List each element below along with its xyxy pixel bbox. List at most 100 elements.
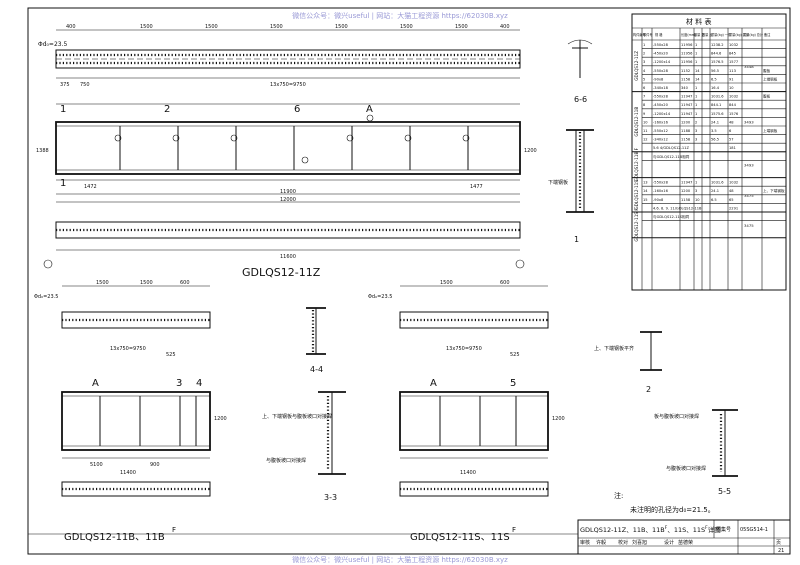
table-cell: 1 <box>643 43 645 47</box>
dim-b-900: 900 <box>150 462 160 468</box>
dim-400-b: 400 <box>500 24 510 30</box>
table-cell: 11956 <box>681 52 693 56</box>
table-header-4: 数量 正 <box>694 32 705 37</box>
table-cell: 14 <box>643 189 648 193</box>
groove-note-5-5: 与腹板坡口对接焊 <box>666 465 706 472</box>
table-cell: 1031.6 <box>711 95 724 99</box>
table-group-name: GDLQS12-11S <box>634 180 639 210</box>
table-cell: 1158 <box>681 198 691 202</box>
table-cell: -550x12 <box>653 129 668 133</box>
table-group-name: GDLQS12-11Z <box>634 51 639 81</box>
table-header-8: 重量(kg) 总计 <box>743 32 764 37</box>
material-table: 材 料 表 构件编号零件号规 格长度(mm)数量 正数量 反重量(kg) 一件重… <box>631 13 787 291</box>
table-cell: 上、下端钢板 <box>763 188 785 193</box>
table-cell: 10 <box>695 198 700 202</box>
table-cell: 844.1 <box>711 103 721 107</box>
table-cell: 1032 <box>729 43 738 47</box>
section-4-4: 4-4 <box>306 307 326 374</box>
top-plan-view: 400 1500 1500 1500 1500 1500 1500 400 Φd… <box>38 24 521 88</box>
dim-b-5100: 5100 <box>90 462 103 468</box>
hole-label-s: Φd₀=23.5 <box>368 294 392 300</box>
table-cell: 1 <box>695 60 697 64</box>
section-2-2: 上、下端钢板平齐 2 <box>594 331 662 394</box>
section-label-5-5: 5-5 <box>718 487 731 496</box>
table-cell: 5 <box>643 77 645 81</box>
table-cell: 7 <box>643 95 645 99</box>
table-cell: 56.5 <box>711 69 719 73</box>
table-cell: 2291 <box>729 206 738 210</box>
atlas-label: 图集号 <box>716 526 731 533</box>
cut-mark-b-4: 4 <box>196 378 202 389</box>
table-cell: 1 <box>695 103 697 107</box>
dim-1388: 1388 <box>36 148 49 154</box>
watermark-top: 微信公众号：微兴useful | 网站：大猫工程资源 https://62030… <box>292 11 508 20</box>
dim-1477: 1477 <box>470 184 483 190</box>
lower-plate-note-1: 下端钢板 <box>548 179 568 186</box>
table-cell: -90x8 <box>653 77 664 81</box>
table-cell: 4 <box>643 69 646 73</box>
table-cell: 56.5 <box>711 138 719 142</box>
table-group-total: 3475 <box>744 223 754 228</box>
dim-1500-b: 1500 <box>205 24 218 30</box>
section-label-4-4: 4-4 <box>310 365 323 374</box>
table-cell: 1238.2 <box>711 43 724 47</box>
table-cell: -1200x14 <box>653 60 671 64</box>
title-11s: GDLQS12-11S、11S <box>410 532 510 543</box>
dim-11900: 11900 <box>280 189 296 195</box>
table-cell: 16.4 <box>711 86 720 90</box>
dim-400-a: 400 <box>66 24 76 30</box>
table-group-name: GDLQS12-11B <box>634 107 639 137</box>
weld-note-2-2: 上、下端钢板平齐 <box>594 345 634 352</box>
table-cell: 腹板 <box>763 94 771 99</box>
table-cell: 6.5 <box>711 77 717 81</box>
sheet-border <box>27 7 791 555</box>
table-cell: -550x28 <box>653 69 669 73</box>
table-group-name: GDLQS12-11S F <box>634 208 639 242</box>
table-cell: 1 <box>695 181 697 185</box>
dim-1200-main: 1200 <box>524 148 537 154</box>
table-cell: 1 <box>695 43 697 47</box>
title-11b-sup: F <box>172 526 176 534</box>
dim-b-11400: 11400 <box>120 470 136 476</box>
table-header-5: 数量 反 <box>702 32 713 37</box>
dim-s-1500-a: 1500 <box>440 280 453 286</box>
dim-s-525: 525 <box>510 352 520 358</box>
table-cell: -550x28 <box>653 43 669 47</box>
table-cell: 14 <box>695 77 700 81</box>
hole-label-top: Φd₀=23.5 <box>38 41 68 48</box>
table-cell: -550x28 <box>653 181 669 185</box>
review-name: 许毅 <box>596 539 606 546</box>
table-cell: 1577 <box>729 60 738 64</box>
cut-mark-1b: 1 <box>60 178 66 189</box>
table-cell: 上端钢板 <box>763 76 778 81</box>
table-cell: 5.6 4/GDLQS12-11Z <box>653 146 689 150</box>
table-cell: 1158 <box>681 138 691 142</box>
beam-11b: Φd₀=23.5 1500 1500 600 13x750=9750 525 A… <box>34 280 227 543</box>
table-cell: 6.5 <box>711 198 717 202</box>
table-cell: 8 <box>643 103 646 107</box>
table-cell: 10 <box>643 120 648 124</box>
table-cell: 11956 <box>681 60 693 64</box>
table-cell: 2 <box>695 120 697 124</box>
table-cell: 腹板 <box>763 68 771 73</box>
section-label-2-2: 2 <box>646 385 651 394</box>
cut-mark-1a: 1 <box>60 104 66 115</box>
table-cell: 4.6. 8. 9. 11/GDLQS12-11B <box>653 206 702 210</box>
table-title: 材 料 表 <box>686 17 711 26</box>
table-group-total: 3448 <box>744 64 754 69</box>
title-11s-sup: F <box>512 526 516 534</box>
table-cell: 14 <box>695 69 700 73</box>
table-cell: 181 <box>729 146 736 150</box>
table-cell: 1 <box>695 95 697 99</box>
table-cell: -160x16 <box>653 120 669 124</box>
dim-s-1200: 1200 <box>552 416 565 422</box>
table-cell: 2 <box>643 52 645 56</box>
design-label: 设计 <box>664 539 674 546</box>
drawing-title: GDLQS12-11Z、11B、11BF、11S、11SF详图 <box>580 525 721 534</box>
table-cell: 1032 <box>729 181 738 185</box>
cut-mark-a: A <box>366 104 373 115</box>
page-label: 页 <box>776 540 781 546</box>
table-cell: -340x12 <box>653 138 668 142</box>
table-cell: 1 <box>695 112 697 116</box>
section-3-3: 上、下端钢板与腹板坡口对接焊 与腹板坡口对接焊 3-3 <box>262 391 346 502</box>
